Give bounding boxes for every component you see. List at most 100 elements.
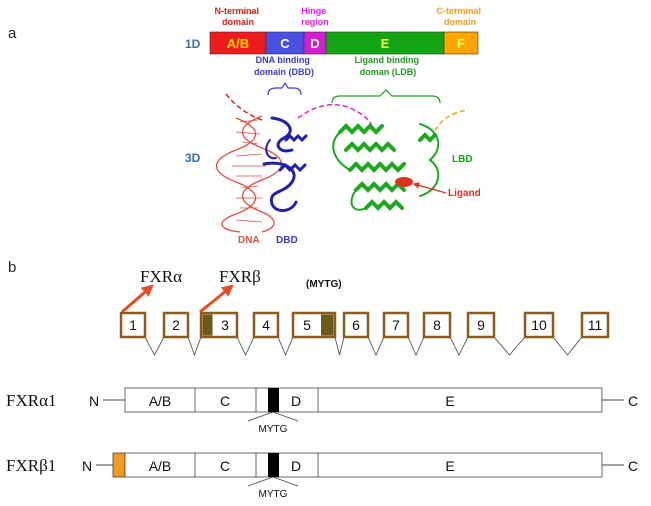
dbd-label-line-2: domain (DBD) xyxy=(254,67,314,77)
ligand-arrow xyxy=(412,182,447,194)
hinge-line-1: Hinge xyxy=(301,6,326,16)
c-terminal-line-1: C-terminal xyxy=(436,6,481,16)
n-terminal-dashed-tail xyxy=(225,93,263,121)
intron-line xyxy=(277,336,294,357)
lbd-bracket xyxy=(331,89,441,104)
panel-b-label: b xyxy=(8,259,16,276)
lbd-label-line-1: Ligand binding xyxy=(354,55,419,65)
lbd-loop-3 xyxy=(350,189,367,211)
exon-number: 11 xyxy=(588,317,603,333)
lbd-helix-3 xyxy=(348,161,406,173)
exon-11 xyxy=(580,311,610,339)
dbd-helix-2 xyxy=(284,133,308,143)
intron-line xyxy=(187,336,202,357)
dna-structure-label: DNA xyxy=(238,235,260,246)
mytg-top-label: (MYTG) xyxy=(306,279,342,290)
bar-segment-f xyxy=(443,31,479,55)
lbd-helix-2 xyxy=(344,141,396,153)
exon-number: 2 xyxy=(172,317,180,333)
dbd-helix-1 xyxy=(270,116,294,153)
bar-segment-label: E xyxy=(381,36,390,51)
bar-segment-label: F xyxy=(457,36,465,51)
dbd-label: DNA binding domain (DBD) xyxy=(254,55,314,77)
exon-4 xyxy=(252,311,280,339)
dbd-protein-structure xyxy=(262,116,308,212)
row-3d-label: 3D xyxy=(185,151,201,165)
dbd-label-line-1: DNA binding xyxy=(256,55,310,65)
exon-number: 6 xyxy=(352,317,360,333)
promoter-beta-arrow xyxy=(199,284,234,314)
isoform-protein-bar xyxy=(124,452,603,478)
exon-8 xyxy=(422,311,452,339)
promoter-alpha-arrow xyxy=(121,284,154,314)
c-terminal-dashed-tail xyxy=(431,109,469,139)
promoter-beta-label: FXRβ xyxy=(219,267,261,286)
dna-helix xyxy=(216,115,282,233)
exon-6 xyxy=(342,311,370,339)
c-terminus-label: C xyxy=(628,393,638,409)
beta-n-terminal-extension xyxy=(112,452,126,478)
intron-line xyxy=(144,336,165,356)
mytg-label: MYTG xyxy=(259,489,288,500)
dna-strand-1 xyxy=(216,117,256,233)
exon-number: 7 xyxy=(392,317,400,333)
exon-3-beta-insert xyxy=(202,314,213,336)
lbd-helix-1 xyxy=(338,123,384,135)
hinge-region-header: Hinge region xyxy=(301,6,329,27)
n-terminus-label: N xyxy=(89,393,99,409)
lbd-helix-5 xyxy=(364,199,404,211)
intron-line xyxy=(493,336,526,356)
isoform-name: FXRβ1 xyxy=(6,456,56,475)
exon-7 xyxy=(382,311,410,339)
lbd-label-line-2: doman (LDB) xyxy=(360,67,417,77)
exon-10 xyxy=(523,311,555,339)
domain-label: E xyxy=(445,393,454,409)
n-terminus-label: N xyxy=(82,458,92,474)
mytg-insert-block xyxy=(268,453,279,477)
dbd-loop xyxy=(265,139,277,160)
exon-2 xyxy=(162,311,190,339)
exon-1 xyxy=(119,311,147,339)
mytg-label: MYTG xyxy=(259,424,288,435)
lbd-loop-1 xyxy=(332,131,351,171)
n-terminal-line-2: domain xyxy=(222,17,254,27)
dbd-bracket xyxy=(267,81,302,96)
exon-number: 9 xyxy=(477,317,485,333)
lbd-protein-structure xyxy=(332,123,440,211)
exon-number: 5 xyxy=(303,317,311,333)
domain-label: E xyxy=(445,458,454,474)
dna-strand-2 xyxy=(242,115,282,233)
domain-label: C xyxy=(220,393,230,409)
mytg-pointer xyxy=(247,476,299,487)
panel-a-label: a xyxy=(8,25,17,42)
bar-segment-label: C xyxy=(280,36,290,51)
intron-line xyxy=(236,336,255,356)
domain-label: D xyxy=(291,458,301,474)
lbd-structure-label: LBD xyxy=(452,154,473,165)
n-terminal-line-1: N-terminal xyxy=(214,6,259,16)
bar-segment-label: A/B xyxy=(227,36,249,51)
c-terminus-label: C xyxy=(628,458,638,474)
intron-line xyxy=(449,336,469,356)
intron-line xyxy=(367,336,385,356)
c-terminal-domain-header: C-terminal domain xyxy=(436,6,483,27)
intron-line xyxy=(407,336,425,356)
promoter-alpha-label: FXRα xyxy=(140,267,182,286)
lbd-loop-2 xyxy=(419,123,440,197)
domain-label: D xyxy=(291,393,301,409)
lbd-label: Ligand binding doman (LDB) xyxy=(354,55,421,77)
exon-9 xyxy=(466,311,496,339)
row-1d-label: 1D xyxy=(185,37,201,51)
c-terminal-line-2: domain xyxy=(444,17,476,27)
exon-5-mytg-insert xyxy=(321,314,334,336)
isoform-protein-bar xyxy=(124,387,603,413)
domain-label: C xyxy=(220,458,230,474)
lbd-helix-4 xyxy=(354,181,406,193)
ligand-label: Ligand xyxy=(448,188,481,199)
exon-number: 8 xyxy=(433,317,441,333)
dna-base-pairs xyxy=(232,119,266,223)
lbd-helix-6 xyxy=(418,132,437,143)
